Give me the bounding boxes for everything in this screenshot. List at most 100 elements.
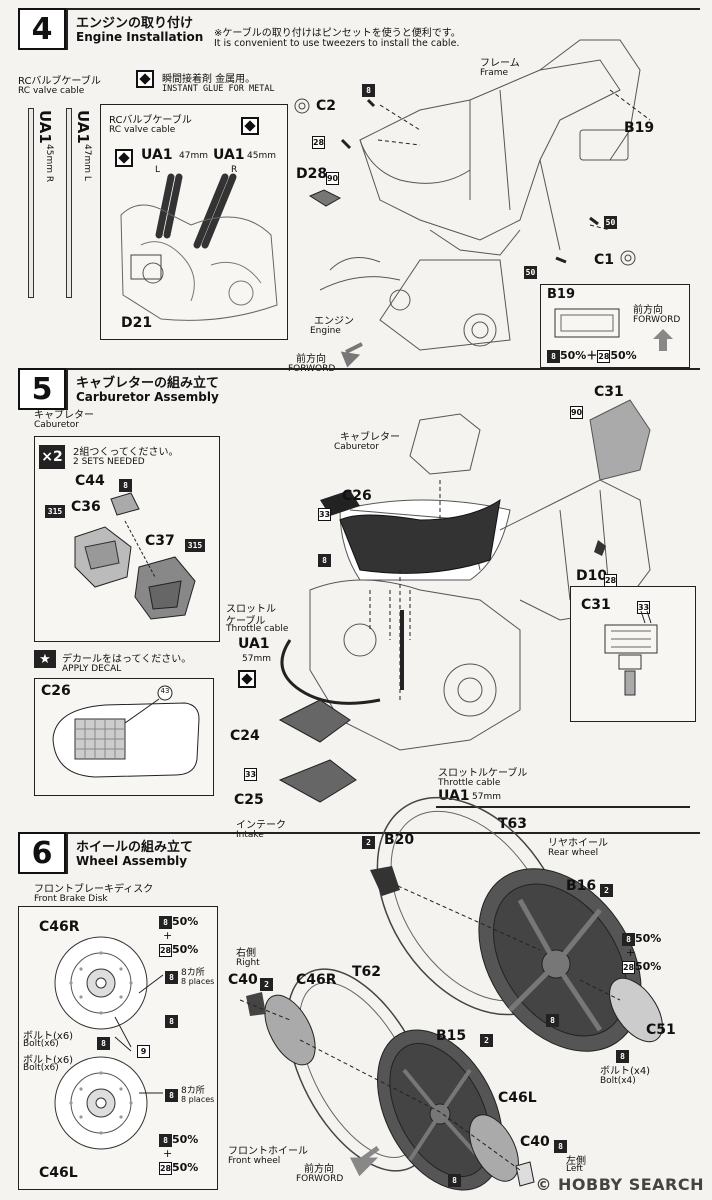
step6-wheels-drawing <box>239 796 663 1191</box>
step5-number: 5 <box>18 368 66 410</box>
inset-diamond-icon <box>241 117 259 135</box>
ua1-throttle-2: UA1 <box>438 788 470 804</box>
part-c40-left: C40 <box>520 1134 550 1150</box>
disk-l-places-jp: 8カ所 <box>181 1086 205 1096</box>
inset-ua1-r: UA1 <box>213 147 245 163</box>
part-c36: C36 <box>71 499 101 515</box>
front-hub-paint: 8 <box>448 1170 461 1189</box>
c31-box-paint: 33 <box>637 601 650 614</box>
bolt-l-en: Bolt(x6) <box>23 1063 59 1073</box>
c1-paint-50a: 50 <box>604 216 617 229</box>
b19-part-drawing <box>554 308 673 351</box>
inset-ua1-r-size: 45mm <box>247 151 276 161</box>
step4-note-en: It is convenient to use tweezers to inst… <box>214 38 460 49</box>
disk-c46l: C46L <box>39 1165 78 1181</box>
inset-cable-jp: RCバルブケーブル <box>109 115 192 126</box>
throttle-jp: スロットル <box>226 604 276 615</box>
disk-l-plus: + <box>163 1147 173 1160</box>
disk-paint-9: 9 <box>137 1041 150 1060</box>
disk-l-places-en: 8 places <box>181 1095 215 1104</box>
step5-vertical-rule <box>66 368 68 410</box>
throttle-diamond-icon <box>238 670 256 688</box>
disk-r-mix-2: 2850% <box>159 943 199 957</box>
step4-frame-engine-drawing <box>294 39 664 368</box>
step5-title-jp: キャブレターの組み立て <box>76 376 220 391</box>
c31-paint-90: 90 <box>570 406 583 419</box>
sets-jp: 2組つくってください。 <box>73 447 179 458</box>
disk-l-mix-2: 2850% <box>159 1161 199 1175</box>
right-en: Right <box>236 958 260 968</box>
c51-bolt-paint: 8 <box>616 1046 629 1065</box>
c26-seat-drawing <box>52 685 200 778</box>
intake-jp: インテーク <box>236 820 286 831</box>
c40-left-paint: 8 <box>554 1136 567 1155</box>
part-c44: C44 <box>75 473 105 489</box>
cable-strip-r <box>28 108 34 298</box>
c36-paint: 315 <box>45 501 65 520</box>
step5-title-en: Carburetor Assembly <box>76 390 219 404</box>
carb-parts-drawing <box>74 492 196 620</box>
c26-paint-8: 8 <box>318 550 331 569</box>
c26-box-label: C26 <box>41 683 71 699</box>
throttle-jp2: ケーブル <box>226 616 266 627</box>
engine-en: Engine <box>310 326 341 336</box>
disk-r-paint-8b: 8 <box>165 1011 178 1030</box>
inset-cable-en: RC valve cable <box>109 125 176 135</box>
carb-assembly-box: ×2 2組つくってください。 2 SETS NEEDED C44 8 315 C… <box>34 436 220 642</box>
part-d28: D28 <box>296 166 328 182</box>
front-wheel-en: Front wheel <box>228 1156 281 1166</box>
part-t63: T63 <box>498 816 528 832</box>
inset-ua1-r-side: R <box>231 165 238 175</box>
carb-label-jp: キャブレター <box>34 410 94 421</box>
rc-cable-en: RC valve cable <box>18 86 85 96</box>
part-c26: C26 <box>342 488 372 504</box>
throttle-en: Throttle cable <box>226 624 289 634</box>
inset-ua1-l-size: 47mm <box>179 151 208 161</box>
engine-jp: エンジン <box>314 316 354 327</box>
step4-top-rule <box>18 8 700 10</box>
bolt4-en: Bolt(x4) <box>600 1076 636 1086</box>
c26-decal-box: C26 43 <box>34 678 214 796</box>
b19-forward-en: FORWORD <box>633 315 681 325</box>
c31-box-label: C31 <box>581 597 611 613</box>
c26-paint-33: 33 <box>318 508 331 521</box>
bolt-r-jp: ボルト(x6) <box>23 1031 74 1042</box>
part-c40-right: C40 <box>228 972 258 988</box>
bolt-l-jp: ボルト(x6) <box>23 1055 74 1066</box>
ua1-throttle-size: 57mm <box>242 654 271 664</box>
part-b19: B19 <box>624 120 655 136</box>
disk-l-places: 8 <box>165 1085 178 1104</box>
disk-r-places: 8 <box>165 967 178 986</box>
rear-mix-2: 2850% <box>622 960 662 974</box>
glue-jp: 瞬間接着剤 金属用。 <box>162 74 256 85</box>
c44-paint: 8 <box>119 475 132 494</box>
part-c51: C51 <box>646 1022 676 1038</box>
inset-ua1-l-side: L <box>155 165 161 175</box>
part-c46r-main: C46R <box>296 972 337 988</box>
step4-title-jp: エンジンの取り付け <box>76 16 194 31</box>
part-b20: B20 <box>384 832 415 848</box>
rc-cable-jp: RCバルブケーブル <box>18 76 101 87</box>
part-d10: D10 <box>576 568 608 584</box>
step4-note-jp: ※ケーブルの取り付けはピンセットを使うと便利です。 <box>214 28 461 39</box>
left-jp: 左側 <box>566 1156 586 1167</box>
step6-forward-jp: 前方向 <box>304 1164 334 1175</box>
disk-r-places-jp: 8カ所 <box>181 968 205 978</box>
part-b15: B15 <box>436 1028 467 1044</box>
intake-paint-33: 33 <box>244 768 257 781</box>
part-t62: T62 <box>352 964 382 980</box>
front-wheel-jp: フロントホイール <box>228 1146 308 1157</box>
step5-main-drawing <box>278 399 651 803</box>
part-b16: B16 <box>566 878 597 894</box>
step6-forward-en: FORWORD <box>296 1174 344 1184</box>
ua1-throttle-2-size: 57mm <box>472 792 501 802</box>
disk-r-places-en: 8 places <box>181 977 215 986</box>
b20-paint: 2 <box>362 832 375 851</box>
c2-paint-8: 8 <box>362 80 375 99</box>
step4-forward-jp: 前方向 <box>296 354 326 365</box>
part-c37: C37 <box>145 533 175 549</box>
